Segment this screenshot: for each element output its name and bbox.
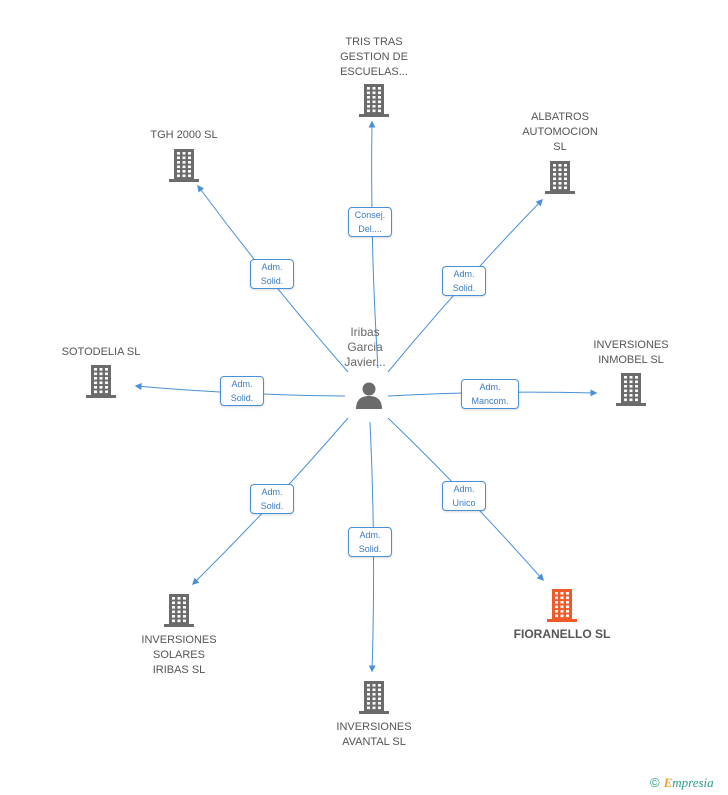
- role-badge-tgh[interactable]: Adm. Solid.: [250, 259, 294, 289]
- company-label-albatros[interactable]: ALBATROS AUTOMOCION SL: [522, 111, 598, 153]
- company-label-tgh[interactable]: TGH 2000 SL: [150, 129, 218, 141]
- role-badge-avantal[interactable]: Adm. Solid.: [348, 527, 392, 557]
- person-icon[interactable]: [354, 380, 384, 410]
- brand-name: mpresia: [672, 775, 714, 790]
- role-badge-albatros[interactable]: Adm. Solid.: [442, 266, 486, 296]
- company-label-fioranello[interactable]: FIORANELLO SL: [513, 627, 611, 641]
- role-badge-sotodelia[interactable]: Adm. Solid.: [220, 376, 264, 406]
- center-person-label[interactable]: Iribas Garcia Javier...: [344, 325, 386, 369]
- company-label-solares[interactable]: INVERSIONES SOLARES IRIBAS SL: [141, 634, 217, 676]
- building-icon-inmobel[interactable]: [614, 372, 648, 406]
- building-icon-fioranello[interactable]: [545, 588, 579, 622]
- building-icon-tgh[interactable]: [167, 148, 201, 182]
- edge-tris: [368, 120, 379, 369]
- building-icon-tris[interactable]: [357, 83, 391, 117]
- role-badge-tris[interactable]: Consej. Del....: [348, 207, 392, 237]
- building-icon-solares[interactable]: [162, 593, 196, 627]
- company-label-tris[interactable]: TRIS TRAS GESTION DE ESCUELAS...: [340, 36, 408, 78]
- role-badge-inmobel[interactable]: Adm. Mancom.: [461, 379, 519, 409]
- building-icon-sotodelia[interactable]: [84, 364, 118, 398]
- role-badge-solares[interactable]: Adm. Solid.: [250, 484, 294, 514]
- building-icon-avantal[interactable]: [357, 680, 391, 714]
- role-badge-fioranello[interactable]: Adm. Unico: [442, 481, 486, 511]
- company-label-avantal[interactable]: INVERSIONES AVANTAL SL: [336, 721, 412, 748]
- brand-watermark: ©Empresia: [650, 775, 714, 791]
- company-label-inmobel[interactable]: INVERSIONES INMOBEL SL: [593, 339, 669, 366]
- building-icon-albatros[interactable]: [543, 160, 577, 194]
- copyright-symbol: ©: [650, 775, 660, 790]
- brand-initial: E: [663, 775, 673, 790]
- company-label-sotodelia[interactable]: SOTODELIA SL: [61, 346, 141, 358]
